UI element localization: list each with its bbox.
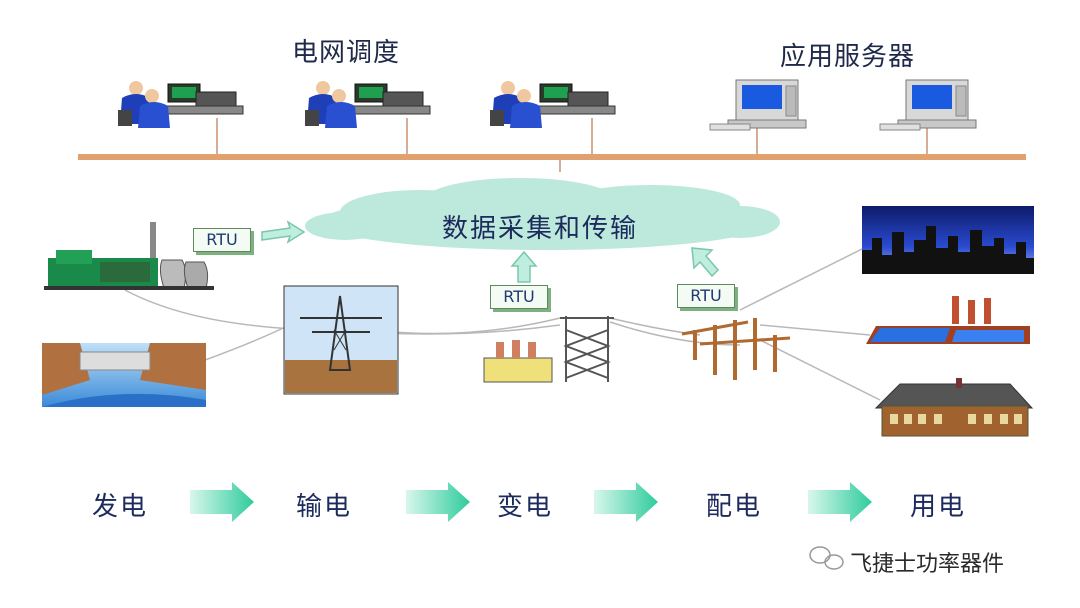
cloud-label: 数据采集和传输 bbox=[442, 214, 639, 244]
watermark-text: 飞捷士功率器件 bbox=[850, 552, 1005, 577]
city-skyline-icon bbox=[862, 206, 1034, 274]
thermal-power-plant-icon bbox=[44, 222, 214, 290]
stage-distribution: 配电 bbox=[706, 492, 763, 522]
stage-arrows bbox=[190, 482, 872, 522]
operator-workstation-1 bbox=[118, 81, 244, 128]
rtu-box-distribution: RTU bbox=[677, 284, 735, 308]
stage-consumption: 用电 bbox=[910, 492, 967, 522]
operator-workstation-3 bbox=[490, 81, 616, 128]
server-computer-1 bbox=[709, 79, 807, 131]
server-title: 应用服务器 bbox=[780, 42, 916, 72]
factory-icon bbox=[866, 296, 1030, 344]
rtu-box-generation: RTU bbox=[193, 228, 251, 252]
data-cloud bbox=[305, 178, 780, 250]
wechat-logo-icon bbox=[809, 546, 844, 570]
stage-transformation: 变电 bbox=[497, 492, 554, 522]
distribution-poles-icon bbox=[681, 318, 791, 380]
substation-icon bbox=[483, 316, 614, 383]
hydro-dam-icon bbox=[42, 343, 206, 407]
transmission-tower-icon bbox=[283, 285, 399, 395]
house-icon bbox=[874, 378, 1034, 437]
stage-generation: 发电 bbox=[92, 492, 149, 522]
stage-transmission: 输电 bbox=[296, 492, 353, 522]
server-computer-2 bbox=[879, 79, 977, 131]
dispatch-title: 电网调度 bbox=[292, 38, 401, 68]
rtu-upload-arrows bbox=[261, 220, 720, 283]
network-bus bbox=[78, 118, 1026, 172]
operator-workstation-2 bbox=[305, 81, 431, 128]
rtu-box-substation: RTU bbox=[490, 285, 548, 309]
